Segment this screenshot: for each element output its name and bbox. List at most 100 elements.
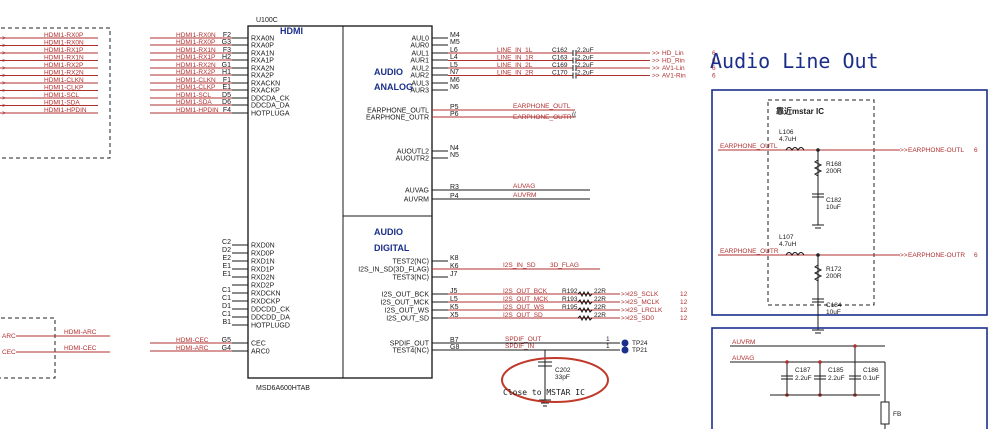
left-pin-number: H2: [222, 54, 231, 61]
line-in-page: 6: [712, 58, 716, 65]
left-pin-name: RXDCKP: [251, 299, 281, 306]
left-pin-net: HDMI1-RX1N: [176, 47, 216, 54]
i2s-net: I2S_OUT_MCK: [503, 296, 549, 303]
right-pin-name: AUR3: [410, 88, 429, 95]
arc-net: HDMI-ARC: [64, 329, 97, 336]
connector-net: HDMI1-SDA: [44, 100, 80, 107]
line-out-res-ref: R168: [826, 161, 842, 168]
connector-net: HDMI1-RX1N: [44, 55, 84, 62]
i2s-out-net: I2S_MCLK: [628, 299, 660, 306]
line-in-cap-ref: C170: [552, 70, 568, 77]
line-out-inductor-ref: L107: [779, 234, 794, 241]
right-pin-number: P6: [450, 111, 459, 118]
right-pin-name: I2S_OUT_BCK: [382, 292, 430, 299]
left-pin-number: E1: [222, 271, 231, 278]
audio-analog-label-1: AUDIO: [374, 67, 403, 77]
spdif-out-net: SPDIF_OUT: [505, 336, 542, 343]
left-pin-name: RXD0P: [251, 251, 275, 258]
left-pin-net: HDMI-CEC: [176, 337, 209, 344]
tp21-dot[interactable]: [621, 346, 629, 354]
power-junction: [853, 344, 857, 348]
line-out-cap-ref: C184: [826, 302, 842, 309]
i2s-net: I2S_OUT_WS: [503, 304, 545, 311]
connector-net: HDMI1-RX1P: [44, 47, 83, 54]
power-cap-val: 0.1uF: [863, 375, 880, 382]
power-cap-ref: C187: [795, 367, 811, 374]
power-box: [711, 327, 988, 429]
left-pin-net: HDMI1-RX2P: [176, 69, 215, 76]
left-pin-name: DDCDA_DA: [251, 103, 290, 110]
right-pin-number: K6: [450, 263, 459, 270]
line-in-cap-val: 2.2uF: [577, 70, 594, 77]
right-pin-name: I2S_IN_SD(3D_FLAG): [358, 267, 429, 274]
line-in-arrow: >>: [652, 65, 660, 72]
right-pin-name: AUOUTL2: [397, 149, 429, 156]
line-in-cap-ref: C163: [552, 55, 568, 62]
left-pin-number: F4: [223, 107, 231, 114]
c202-ref: C202: [555, 367, 571, 374]
left-pin-name: DDCDD_DA: [251, 315, 290, 322]
right-pin-name: I2S_OUT_SD: [386, 316, 429, 323]
connector-arrow: >: [2, 95, 6, 102]
line-out-out-net: EARPHONE-OUTR: [908, 252, 965, 259]
i2s-out-net: I2S_SCLK: [628, 291, 659, 298]
cec-net: HDMI-CEC: [64, 345, 97, 352]
i2s-arrow: >>: [621, 291, 629, 298]
right-pin-number: L4: [450, 54, 458, 61]
line-out-res-val: 200R: [826, 273, 842, 280]
right-pin-number: N5: [450, 152, 459, 159]
earphone-port-glyph: ((: [572, 111, 577, 118]
line-out-in-net: EARPHONE_OUTL: [720, 143, 778, 150]
right-pin-number: J5: [450, 288, 458, 295]
left-pin-name: RXD1P: [251, 267, 275, 274]
tp24-dot[interactable]: [621, 339, 629, 347]
audio-analog-label-2: ANALOG: [374, 82, 413, 92]
line-in-net: LINE_IN_1L: [497, 47, 533, 54]
line-out-page: 6: [974, 252, 978, 259]
i2s-res-ref: R192: [562, 288, 578, 295]
i2s-net: I2S_OUT_BCK: [503, 288, 548, 295]
line-out-inductor-val: 4.7uH: [779, 241, 797, 248]
left-pin-number: F2: [223, 32, 231, 39]
line-in-out-net: AV1-Rin: [662, 73, 686, 80]
line-in-page: 6: [712, 65, 716, 72]
right-pin-number: L5: [450, 296, 458, 303]
auvag-net: AUVAG: [513, 183, 535, 190]
left-pin-name: RXDCKN: [251, 291, 281, 298]
left-pin-number: F1: [223, 77, 231, 84]
ic-header: HDMI: [280, 26, 303, 36]
left-pin-net: HDMI1-RX0P: [176, 39, 215, 46]
ic-body: [247, 25, 433, 379]
left-pin-number: F3: [223, 47, 231, 54]
left-pin-number: D5: [222, 92, 231, 99]
i2s-out-net: I2S_LRCLK: [628, 307, 663, 314]
connector-arrow: >: [2, 65, 6, 72]
near-mstar-dashed: [767, 99, 875, 306]
left-pin-name: RXA2P: [251, 73, 274, 80]
line-out-cap-ref: C182: [826, 197, 842, 204]
left-pin-net: HDMI1-RX2N: [176, 62, 216, 69]
right-pin-number: L5: [450, 62, 458, 69]
i2s-arrow: >>: [621, 299, 629, 306]
right-pin-number: P4: [450, 193, 459, 200]
power-cap-ref: C185: [828, 367, 844, 374]
left-pin-name: RXD2P: [251, 283, 275, 290]
power-junction: [785, 360, 789, 364]
left-pin-name: HOTPLUGA: [251, 111, 290, 118]
connector-net: HDMI1-CLKN: [44, 77, 84, 84]
power-cap-val: 2.2uF: [795, 375, 812, 382]
right-pin-name: TEST3(NC): [392, 275, 429, 282]
right-pin-name: SPDIF_OUT: [390, 341, 430, 348]
line-in-page: 6: [712, 50, 716, 57]
earphone-outl-net: EARPHONE_OUTL: [513, 103, 571, 110]
right-pin-number: N4: [450, 145, 459, 152]
i2s-res-val: 22R: [594, 312, 606, 319]
right-pin-name: AUOUTR2: [396, 156, 430, 163]
line-out-in-net: EARPHONE_OUTR: [720, 248, 779, 255]
right-pin-number: R3: [450, 184, 459, 191]
right-pin-number: B7: [450, 337, 459, 344]
